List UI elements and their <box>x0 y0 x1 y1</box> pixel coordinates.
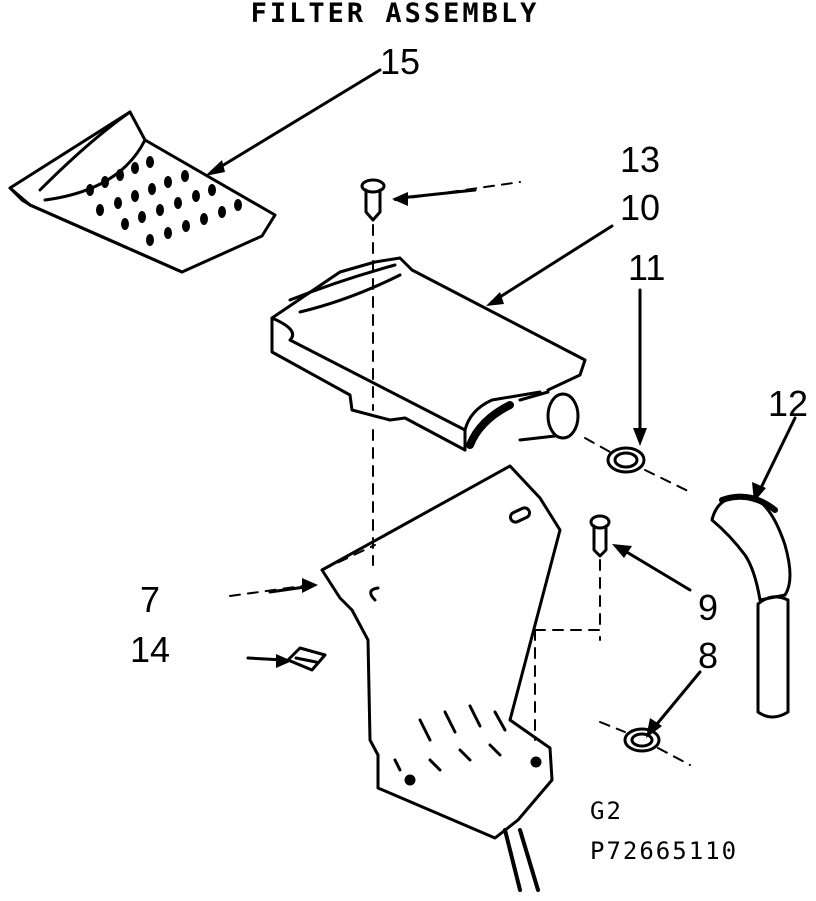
callout-10: 10 <box>620 187 661 228</box>
part-number: P72665110 <box>590 837 739 865</box>
callout-7: 7 <box>140 579 161 620</box>
clamp-ring-part-11 <box>606 446 646 474</box>
clamp-ring-part-8 <box>623 727 661 753</box>
filter-housing-part <box>270 256 587 452</box>
clip-part-14 <box>286 646 327 672</box>
alignment-lines <box>229 181 691 766</box>
filter-screen-part <box>8 110 277 274</box>
bracket-part-7 <box>320 464 562 892</box>
diagram-title: FILTER ASSEMBLY <box>250 0 540 29</box>
callout-11: 11 <box>628 247 666 288</box>
group-code: G2 <box>590 797 623 825</box>
screw-part-13 <box>360 178 386 222</box>
callout-8: 8 <box>698 635 719 676</box>
arrowheads <box>205 160 766 738</box>
callout-13: 13 <box>620 139 661 180</box>
hose-part-12 <box>710 493 792 719</box>
callout-15: 15 <box>380 41 421 82</box>
callout-9: 9 <box>698 587 719 628</box>
filter-screen-holes <box>86 156 242 246</box>
callout-14: 14 <box>130 629 171 670</box>
leader-lines <box>210 68 797 732</box>
callout-12: 12 <box>768 383 809 424</box>
screw-part-9 <box>589 514 611 558</box>
